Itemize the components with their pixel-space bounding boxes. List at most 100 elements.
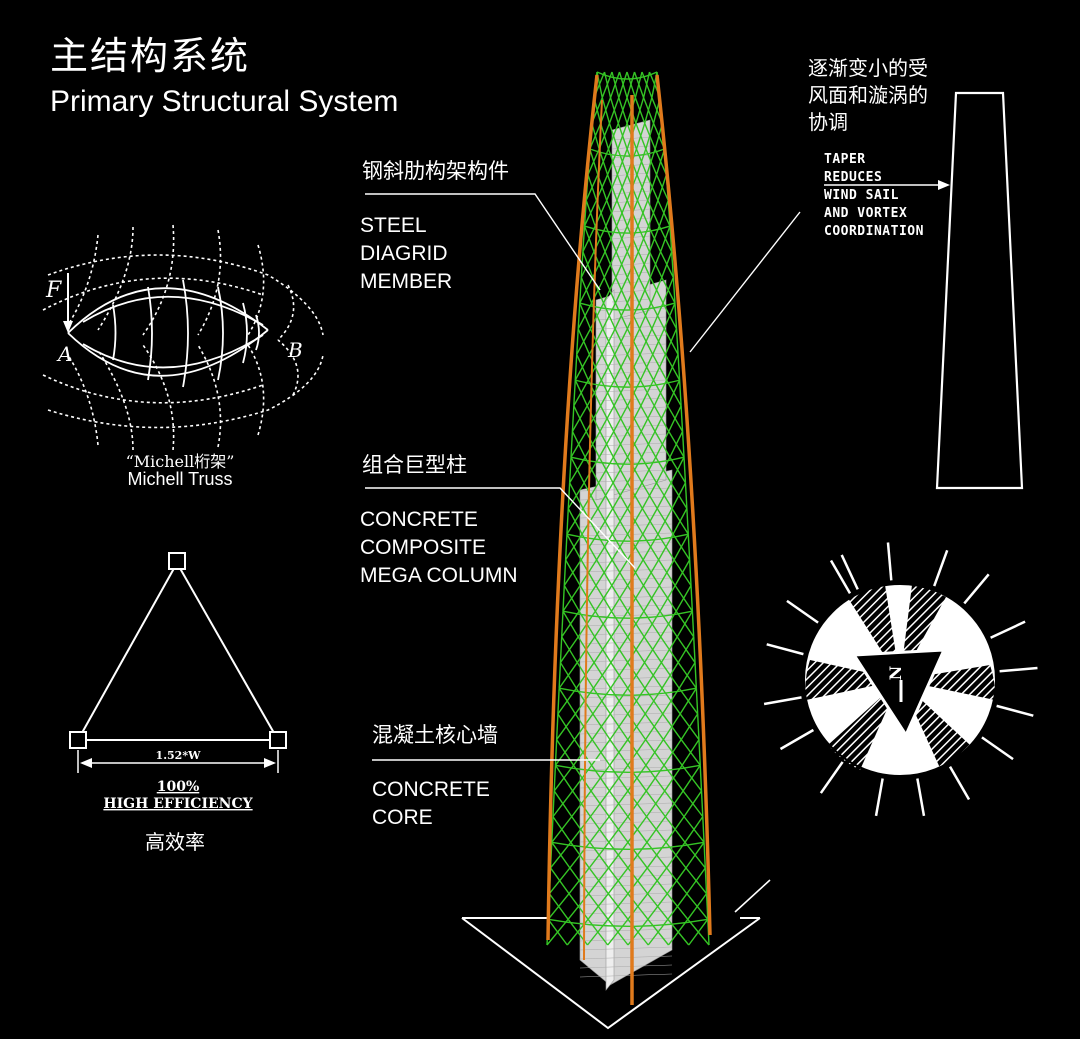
- diagrid-member: [614, 277, 628, 304]
- diagrid-member: [684, 482, 688, 509]
- diagrid-member: [688, 918, 709, 946]
- diagrid-member: [642, 71, 651, 98]
- diagrid-member: [652, 354, 667, 381]
- diagrid-member: [660, 610, 677, 638]
- diagrid-member: [678, 662, 696, 689]
- diagrid-member: [550, 841, 572, 869]
- title-chinese: 主结构系统: [50, 34, 251, 78]
- diagrid-member: [657, 174, 668, 201]
- core-floor-line: [579, 496, 673, 501]
- compass-ray: [763, 696, 802, 706]
- diagrid-member: [647, 918, 669, 946]
- core-floor-line: [579, 892, 673, 897]
- diagrid-member: [645, 123, 655, 150]
- diagrid-member: [599, 405, 615, 432]
- core-floor-line: [579, 649, 673, 654]
- diagrid-member: [638, 251, 651, 278]
- diagrid-member: [635, 97, 645, 124]
- diagrid-member: [584, 431, 601, 458]
- diagrid-member: [682, 764, 701, 792]
- diagrid-member: [566, 508, 569, 535]
- diagrid-member: [672, 277, 676, 304]
- diagrid-member: [659, 585, 676, 612]
- diagrid-member: [645, 713, 664, 740]
- compass-ray: [933, 549, 949, 587]
- core-floor-line: [579, 550, 673, 555]
- diagrid-member: [571, 790, 592, 818]
- diagrid-member: [658, 200, 669, 227]
- core-floor-line: [579, 883, 673, 888]
- diagrid-member: [608, 816, 629, 843]
- diagrid-member: [683, 790, 703, 818]
- diagrid-member: [546, 918, 569, 946]
- diagrid-member: [590, 764, 611, 792]
- diagrid-member: [618, 71, 628, 98]
- diagrid-member: [606, 174, 619, 201]
- diagrid-member: [685, 841, 705, 869]
- diagrid-member: [667, 379, 681, 407]
- diagrid-member: [559, 636, 563, 663]
- diagrid-member: [690, 585, 694, 612]
- diagrid-member: [571, 405, 575, 432]
- diagrid-member: [638, 277, 651, 304]
- diagrid-member: [587, 893, 609, 920]
- diagrid-member: [668, 405, 682, 432]
- diagrid-member: [574, 354, 591, 381]
- diagrid-member: [677, 636, 695, 663]
- core-floor-line: [579, 514, 673, 519]
- diagrid-member: [567, 482, 571, 509]
- diagrid-member: [585, 405, 602, 432]
- taper-caption-en: TAPER REDUCES WIND SAIL AND VORTEX COORD…: [824, 152, 924, 239]
- diagrid-member: [554, 739, 558, 766]
- diagrid-member: [610, 636, 629, 663]
- diagrid-member: [563, 559, 567, 586]
- diagrid-member: [567, 482, 585, 509]
- diagrid-member: [582, 226, 586, 252]
- diagrid-member: [645, 764, 665, 792]
- efficiency-label: HIGH EFFICIENCY: [103, 796, 253, 812]
- diagrid-member: [553, 764, 575, 792]
- diagrid-member: [653, 379, 668, 407]
- diagrid-member: [613, 354, 629, 381]
- diagrid-member: [679, 687, 697, 715]
- diagrid-member: [681, 739, 700, 766]
- diagrid-member: [642, 559, 660, 586]
- diagrid-member: [626, 456, 643, 484]
- diagrid-member: [580, 251, 595, 278]
- diagrid-member: [599, 97, 612, 124]
- diagrid-member: [676, 610, 693, 638]
- diagrid-member: [576, 328, 579, 355]
- diagrid-member: [611, 559, 629, 586]
- compass-ray: [990, 620, 1026, 639]
- diagrid-member: [589, 816, 610, 843]
- diagrid-member: [695, 688, 699, 714]
- diagrid-member: [646, 148, 656, 175]
- diagrid-member: [579, 277, 582, 304]
- diagrid-member: [608, 841, 629, 869]
- diagrid-member: [687, 893, 708, 920]
- diagrid-member: [608, 790, 629, 818]
- efficiency-caption-cn: 高效率: [145, 830, 205, 854]
- north-label: N: [886, 666, 905, 681]
- diagrid-member: [569, 456, 586, 484]
- diagrid-member: [568, 867, 590, 895]
- diagrid-member: [703, 842, 706, 869]
- diagrid-member: [567, 893, 590, 920]
- diagrid-member: [704, 867, 708, 894]
- diagrid-ring: [584, 225, 671, 234]
- compass-ray: [829, 559, 852, 595]
- diagrid-ring: [562, 610, 693, 619]
- diagrid-member: [594, 610, 613, 638]
- diagrid-member: [641, 456, 657, 484]
- compass-ray: [916, 778, 926, 817]
- diagrid-member: [670, 251, 675, 278]
- compass-ray: [779, 728, 815, 751]
- diagrid-member: [573, 379, 589, 407]
- core-floor-line: [579, 577, 673, 582]
- diagrid-member: [587, 354, 603, 381]
- diagrid-member: [594, 585, 613, 612]
- diagrid-member: [613, 379, 629, 407]
- diagrid-member: [659, 225, 671, 252]
- diagrid-member: [680, 713, 699, 740]
